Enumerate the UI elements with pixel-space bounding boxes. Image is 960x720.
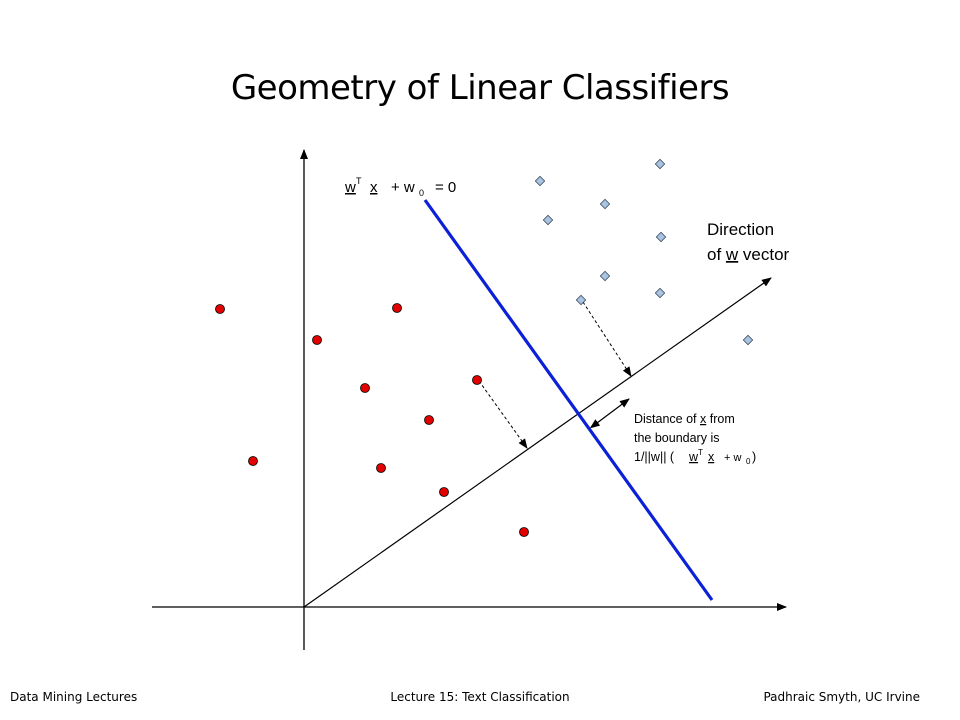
blue-diamond-icon [542,214,554,226]
distance-line3-t: T [698,448,703,457]
eq-equals-zero: = 0 [435,179,456,196]
blue-diamond-icon [742,334,754,346]
blue-diamond-icon [654,158,666,170]
distance-line3-a: 1/||w|| ( [634,450,675,464]
distance-line3-plus: + w [724,452,741,464]
blue-diamond-icon [655,231,667,243]
slide-title: Geometry of Linear Classifiers [230,68,730,108]
distance-line3-x: x [708,450,715,464]
direction-label: Direction of w vector [707,220,790,264]
red-circle-icon [439,487,449,497]
red-circle-icon [215,304,225,314]
blue-diamond-icon [575,294,587,306]
blue-diamond-icon [534,175,546,187]
eq-plus-w: + w [391,179,415,196]
w-vector-arrow [303,277,772,608]
red-circle-icon [376,463,386,473]
distance-line3-w: w [688,450,699,464]
footer-author: Padhraic Smyth, UC Irvine [763,690,920,704]
blue-diamond-icon [599,198,611,210]
direction-line1: Direction [707,220,774,239]
footer-course: Data Mining Lectures [10,690,138,704]
red-circle-icon [424,415,434,425]
distance-double-arrow [589,398,630,429]
eq-x: x [370,179,378,196]
footer-lecture: Lecture 15: Text Classification [390,690,570,704]
red-circle-icon [312,335,322,345]
red-circle-icon [519,527,529,537]
diamond-class-points [534,158,754,346]
circle-class-points [215,303,529,537]
projection-dashed-arrow-circle [478,380,528,449]
red-circle-icon [392,303,402,313]
boundary-equation: w T x + w 0 = 0 [344,176,456,198]
eq-superscript-t: T [356,176,362,186]
distance-line2: the boundary is [634,431,719,445]
decision-boundary-line [423,199,714,601]
eq-w: w [344,179,356,196]
eq-subscript-0: 0 [419,188,424,198]
red-circle-icon [472,375,482,385]
red-circle-icon [360,383,370,393]
red-circle-icon [248,456,258,466]
distance-line3-close: ) [752,450,756,464]
projection-dashed-arrow-diamond [582,301,632,377]
distance-line1: Distance of x from [634,412,735,426]
blue-diamond-icon [599,270,611,282]
distance-annotation: Distance of x from the boundary is 1/||w… [634,412,756,466]
blue-diamond-icon [654,287,666,299]
direction-line2: of w vector [707,245,790,264]
distance-line3-sub0: 0 [746,457,751,466]
